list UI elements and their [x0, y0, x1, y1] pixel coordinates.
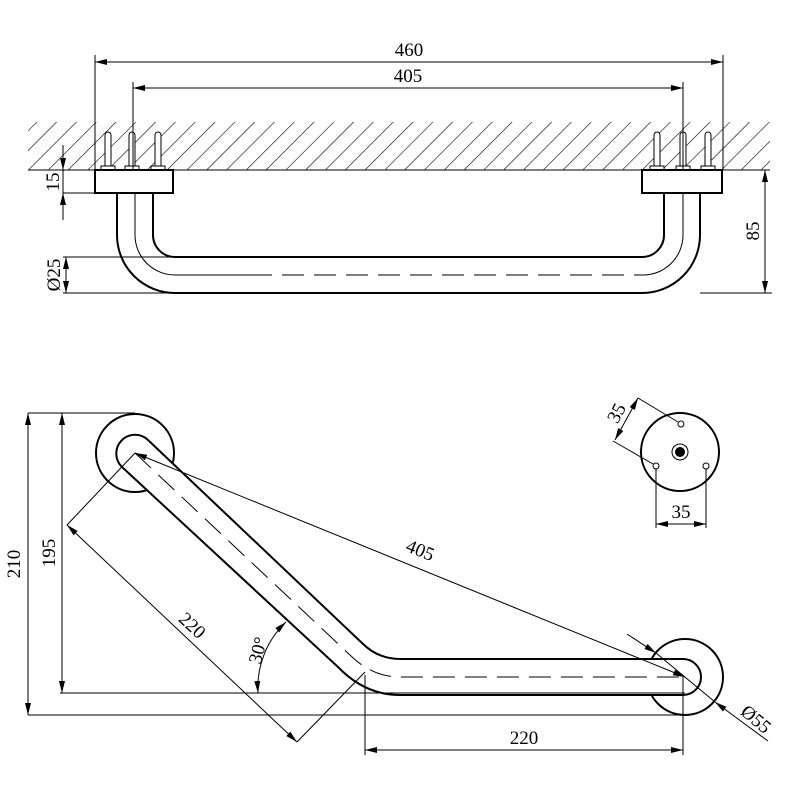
dim-plate-thickness: 15: [43, 173, 64, 192]
wall-hatch: [28, 122, 770, 170]
center-hole: [675, 447, 685, 457]
dim-hole-spacing-horizontal: 35: [672, 502, 691, 523]
tube-centerline-right: [641, 193, 684, 276]
dim-angle: 30°: [245, 635, 272, 666]
dim-straight-leg-length: 220: [510, 728, 539, 749]
dim-diagonal-distance: 405: [403, 536, 437, 566]
screw-hole: [677, 420, 685, 428]
screw-hole: [702, 462, 710, 470]
leader-55: [714, 701, 769, 742]
tube-centerline: [134, 193, 250, 276]
front-view: 460 405 15 Ø25 85: [28, 40, 772, 294]
dim-line-220-angled: [66, 524, 298, 743]
tube-outer-edge: [116, 193, 701, 294]
dim-overall-height: 210: [4, 550, 25, 579]
leader-55: [655, 652, 716, 703]
ext-line: [296, 671, 366, 743]
dim-angled-leg-length: 220: [174, 609, 209, 644]
dim-hole-spacing-diagonal: 35: [603, 400, 630, 427]
leader-55: [626, 633, 657, 654]
center-ring: [671, 443, 689, 461]
left-anchor-bolts: [100, 131, 166, 171]
ext-line: [637, 397, 679, 423]
screw-hole: [652, 462, 660, 470]
dim-line-405-diagonal: [134, 452, 686, 678]
dim-mount-spacing: 405: [394, 66, 423, 87]
right-mounting-plate: [641, 169, 723, 194]
dim-line-35-diagonal: [614, 397, 639, 441]
dim-rosette-diameter: Ø55: [736, 701, 775, 738]
dim-projection: 85: [743, 222, 764, 241]
angle-arc: [254, 621, 287, 694]
plan-view: 210 195 405 220 30° 220 Ø55: [4, 412, 775, 755]
tube-inner-edge: [152, 193, 665, 258]
left-mounting-plate: [94, 169, 174, 194]
dim-center-height: 195: [39, 539, 60, 568]
ext-line: [66, 452, 136, 526]
ext-line: [612, 440, 654, 465]
dim-overall-length: 460: [395, 40, 424, 61]
rosette-outline: [640, 412, 720, 492]
dim-tube-diameter: Ø25: [44, 259, 65, 292]
rosette-view: 35 35: [603, 397, 720, 528]
